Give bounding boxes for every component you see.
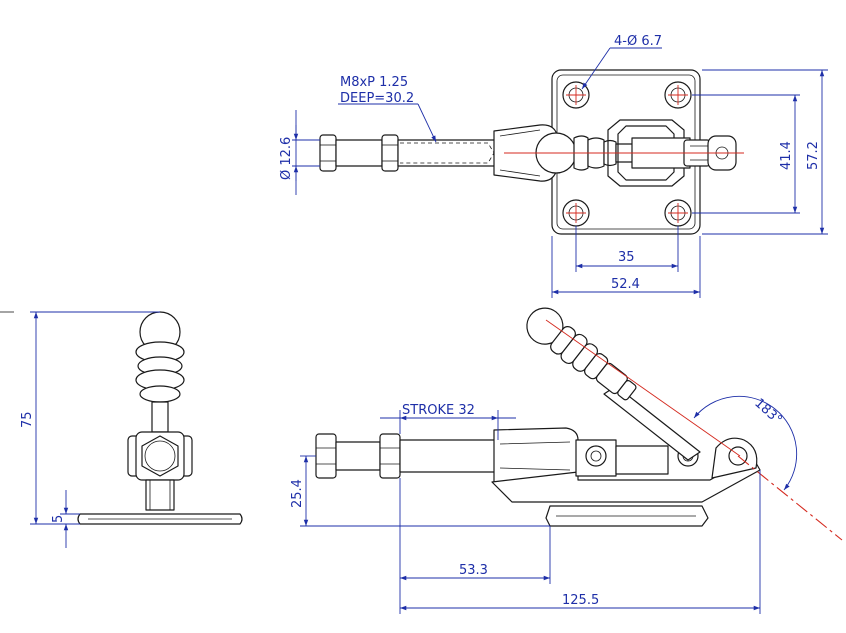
shaft-height-label: 25.4 [290, 479, 305, 508]
handle-angle-label: 183° [751, 396, 784, 428]
hole-spacing-width-label: 35 [618, 250, 635, 265]
mounting-hole-top-left [562, 81, 590, 109]
thread-spec-label: M8xP 1.25 [340, 75, 408, 90]
top-linkage-bracket [607, 119, 737, 187]
mounting-hole-bottom-left [562, 199, 590, 227]
top-view: 4-Ø 6.7 M8xP 1.25 DEEP=30.2 Ø 12.6 35 52… [279, 34, 828, 298]
overall-height-label: 75 [20, 411, 35, 428]
overall-length-label: 125.5 [562, 593, 599, 608]
base-height-label: 57.2 [806, 141, 821, 170]
top-plunger [319, 134, 499, 172]
shaft-diameter-label: Ø 12.6 [279, 137, 294, 180]
side-plunger [315, 433, 499, 479]
base-thickness-label: 5 [51, 515, 66, 523]
thread-depth-label: DEEP=30.2 [340, 91, 414, 106]
side-handle-grip [526, 307, 637, 401]
hole-spacing-height-label: 41.4 [779, 141, 794, 170]
base-width-label: 52.4 [611, 277, 640, 292]
end-hex-nut [141, 435, 179, 477]
stroke-label: STROKE 32 [402, 403, 475, 418]
plunger-to-base-label: 53.3 [459, 563, 488, 578]
hole-callout-label: 4-Ø 6.7 [614, 34, 662, 49]
end-view: 75 5 [0, 311, 243, 548]
side-view: 183° STROKE 32 25.4 53.3 125.5 [290, 307, 843, 614]
mounting-hole-top-right [664, 81, 692, 109]
mounting-hole-bottom-right [664, 199, 692, 227]
